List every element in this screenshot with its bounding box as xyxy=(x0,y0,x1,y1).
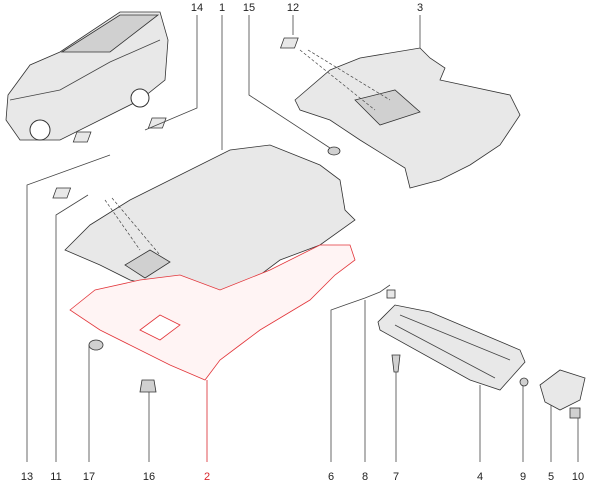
callout-14: 14 xyxy=(191,2,203,14)
callout-7: 7 xyxy=(393,471,399,483)
pad-part-12 xyxy=(279,37,299,49)
callout-1: 1 xyxy=(219,2,225,14)
clip-part-15 xyxy=(327,146,341,156)
grommet-part-17 xyxy=(88,339,104,351)
screw-part-7 xyxy=(391,354,401,373)
callout-6: 6 xyxy=(328,471,334,483)
callout-3: 3 xyxy=(417,2,423,14)
leader-line-14 xyxy=(144,15,198,131)
callout-9: 9 xyxy=(520,471,526,483)
leader-line-15 xyxy=(248,15,331,149)
bracket-part-5 xyxy=(539,369,586,411)
clip-part-10 xyxy=(569,407,581,419)
callout-12: 12 xyxy=(287,2,299,14)
callout-8: 8 xyxy=(362,471,368,483)
pad-part-14b xyxy=(147,117,167,129)
callout-2: 2 xyxy=(204,471,210,483)
wire-part-6 xyxy=(344,284,391,306)
callout-11: 11 xyxy=(50,471,61,483)
clip-part-9 xyxy=(519,377,529,387)
leader-line-6 xyxy=(330,304,346,462)
callout-13: 13 xyxy=(21,471,33,483)
headliner-part-2 xyxy=(69,244,356,381)
callout-10: 10 xyxy=(572,471,584,483)
pad-part-14a xyxy=(72,131,92,143)
callout-5: 5 xyxy=(548,471,554,483)
leader-line-13 xyxy=(26,154,111,462)
leader-line-11 xyxy=(55,194,89,462)
callout-17: 17 xyxy=(83,471,95,483)
headliner-part-3 xyxy=(294,47,521,189)
callout-4: 4 xyxy=(477,471,483,483)
callout-16: 16 xyxy=(143,471,155,483)
clip-part-8 xyxy=(386,289,396,299)
vehicle-thumbnail xyxy=(5,11,169,141)
pad-part-11 xyxy=(52,187,72,199)
clip-part-16 xyxy=(139,379,157,393)
panel-part-4 xyxy=(377,304,526,391)
callout-15: 15 xyxy=(243,2,255,14)
